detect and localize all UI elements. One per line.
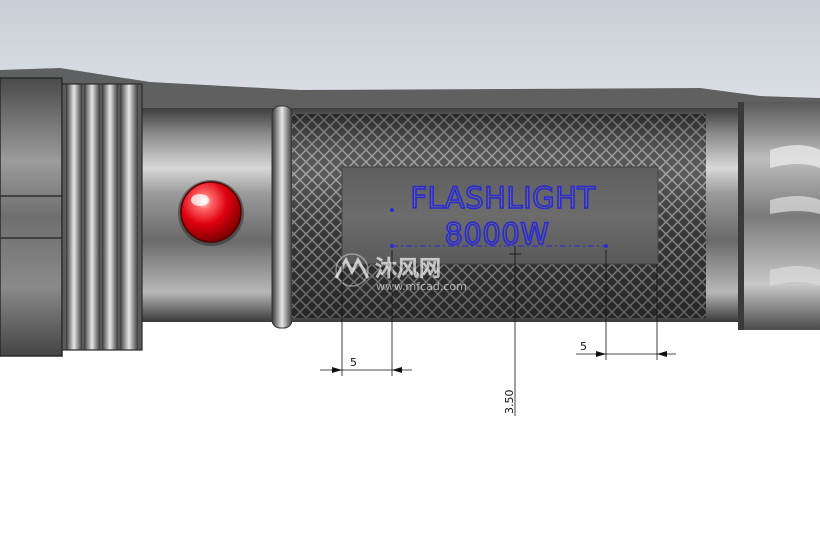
- sketch-point-top: [390, 208, 394, 212]
- tail-cap: [0, 77, 63, 357]
- grip-ring: [271, 105, 293, 329]
- dimension-left-value: 5: [350, 356, 357, 369]
- power-button: [178, 180, 244, 246]
- sketch-point-left: [390, 244, 394, 248]
- watermark: 沐风网 www.mfcad.com: [334, 253, 467, 293]
- watermark-logo-icon: [334, 253, 370, 287]
- ribbed-collar: [61, 83, 143, 351]
- watermark-brand: 沐风网: [375, 257, 441, 282]
- dimension-left: 5: [320, 250, 412, 376]
- sketch-point-right: [604, 244, 608, 248]
- flashlight-head: [738, 102, 820, 330]
- dimension-vertical: 3.50: [503, 246, 521, 416]
- dimension-vertical-value: 3.50: [503, 390, 516, 415]
- engraving-line1: FLASHLIGHT: [410, 181, 595, 215]
- watermark-url: www.mfcad.com: [376, 280, 467, 293]
- body-shadow: [0, 68, 820, 110]
- dimension-right-value: 5: [580, 340, 587, 353]
- dimension-right: 5: [576, 250, 676, 360]
